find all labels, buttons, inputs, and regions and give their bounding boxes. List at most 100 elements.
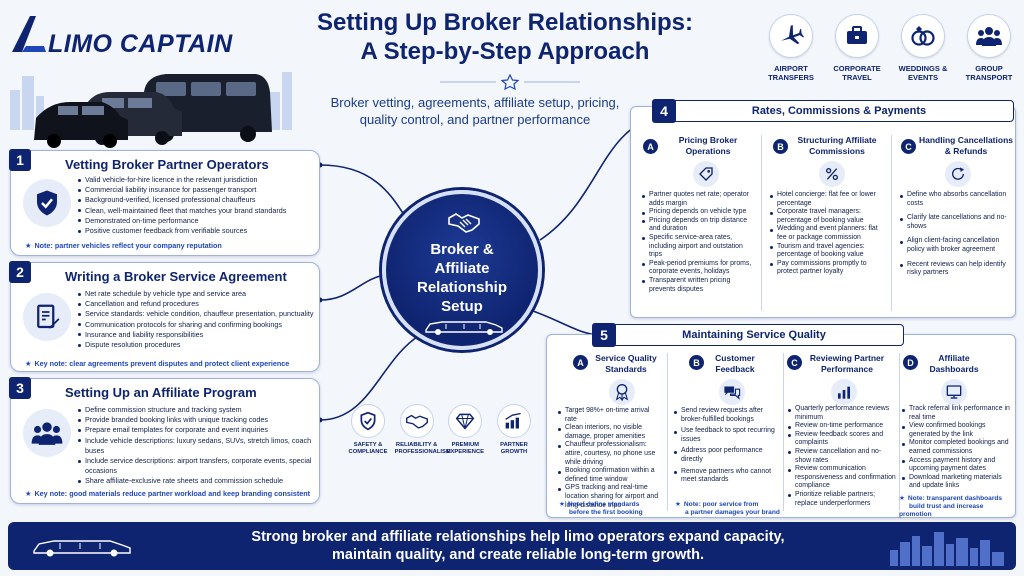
list-item: Review feedback scores and complaints [787,431,897,448]
bar-chart-icon [838,386,850,399]
column-divider [761,135,762,311]
column-title-line: Operations [685,145,731,156]
list-item: Include service descriptions: airport tr… [77,456,317,476]
diamond-icon [456,413,475,430]
list-item: Positive customer feedback from verifiab… [77,226,315,236]
column-title-line: Affiliate [938,353,970,363]
column-icon [819,161,845,187]
list-item: Communication protocols for sharing and … [77,320,317,330]
list-item: Partner quotes net rate; operator adds m… [641,191,757,208]
footer-line: maintain quality, and create reliable lo… [332,547,704,563]
list-item: Review on-time performance [787,422,897,431]
column-title-line: Reviewing Partner [809,353,885,363]
star-divider-icon [440,74,580,90]
list-item: Download marketing materials and update … [901,474,1013,491]
center-hub: Broker & Affiliate Relationship Setup [382,190,542,350]
handshake-icon [405,414,428,429]
list-item: Pricing depends on trip distance and dur… [641,217,757,234]
section-1-title: Vetting Broker Partner Operators [65,157,269,172]
shield-check-icon [360,411,376,431]
note-text: Note: transparent dashboards [907,495,1003,502]
service-label: TRAVEL [842,73,872,82]
list-item: Clarify late cancellations and no-shows [899,214,1013,231]
list-item: Clean, well-maintained fleet that matche… [77,206,315,216]
service-label: AIRPORT [774,64,808,73]
center-title-line: Affiliate [434,260,490,277]
section-3-bullets: Define commission structure and tracking… [77,405,317,487]
footer-line: Strong broker and affiliate relationship… [251,529,785,545]
column-letter: B [689,355,704,370]
value-label: RELIABILITY & [395,442,438,448]
column-bullets: Partner quotes net rate; operator adds m… [641,191,757,294]
list-item: GPS tracking and real-time location shar… [557,484,663,510]
section-1-bullets: Valid vehicle-for-hire licence in the re… [77,175,315,236]
column-icon [831,379,857,405]
star-icon: ★ [899,495,905,502]
list-item: Corporate travel managers: percentage of… [769,208,887,225]
list-item: Prioritize reliable partners; replace un… [787,491,897,508]
center-title-line: Setup [441,298,483,315]
star-icon: ★ [25,359,32,368]
column-title-line: Service Quality [595,353,657,363]
list-item: Chauffeur professionalism: attire, court… [557,441,663,467]
list-item: Recent reviews can help identify risky p… [899,261,1013,278]
section-3-number: 3 [9,377,31,399]
list-item: Wedding and event planners: flat fee or … [769,225,887,242]
list-item: Review communication responsiveness and … [787,465,897,491]
column-title-line: Structuring Affiliate [797,135,877,145]
footer-text: Strong broker and affiliate relationship… [188,528,848,564]
list-item: Pay commissions promptly to protect part… [769,260,887,277]
page-title-line1: Setting Up Broker Relationships: [316,9,694,36]
list-item: Provide branded booking links with uniqu… [77,415,317,425]
service-label: WEDDINGS & [898,64,948,73]
service-label: CORPORATE [833,64,881,73]
growth-chart-icon [505,412,521,429]
list-item: View confirmed bookings generated by the… [901,422,1013,439]
list-item: Prepare email templates for corporate an… [77,425,317,435]
note-text: before the first booking [569,509,643,516]
list-item: Use feedback to spot recurring issues [673,427,783,444]
column-title-line: Performance [821,363,873,374]
logo-mark-icon [12,16,46,52]
section-4-number: 4 [652,99,676,123]
list-item: Pricing depends on vehicle type [641,208,757,217]
list-item: Dispute resolution procedures [77,340,317,350]
column-icon [945,161,971,187]
note-text: a partner damages your brand [685,509,780,516]
page-title-line2: A Step-by-Step Approach [360,38,650,65]
section-2-note: ★Key note: clear agreements prevent disp… [25,359,289,368]
list-item: Address poor performance directly [673,447,783,464]
column-title-line: Commissions [809,145,865,156]
column-title-line: & Refunds [944,145,988,156]
section-2-bullets: Net rate schedule by vehicle type and se… [77,289,317,350]
column-divider [783,353,784,511]
service-label: TRANSFERS [768,73,814,82]
column-bullets: Send review requests after broker-fulfil… [673,407,783,485]
chat-bubbles-icon [724,386,741,400]
column-letter: C [787,355,802,370]
section-5-number: 5 [592,323,616,347]
section-1-number: 1 [9,149,31,171]
list-item: Service standards: vehicle condition, ch… [77,309,317,319]
service-label: GROUP [975,64,1003,73]
award-ribbon-icon [615,384,629,401]
note-text: Note: define standards [567,501,640,508]
note-text: Note: partner vehicles reflect your comp… [34,241,222,250]
list-item: Align client-facing cancellation policy … [899,237,1013,254]
column-icon [719,379,745,405]
list-item: Booking confirmation within a defined ti… [557,467,663,484]
list-item: Monitor completed bookings and earned co… [901,439,1013,456]
limousine-icon [425,321,503,335]
list-item: Insurance and liability responsibilities [77,330,317,340]
section-3-card: 3 Setting Up an Affiliate Program Define… [9,377,320,504]
list-item: Share affiliate-exclusive rate sheets an… [77,476,317,486]
percent-icon [826,168,838,180]
city-skyline-icon [890,532,1004,566]
list-item: Target 98%+ on-time arrival rate [557,407,663,424]
